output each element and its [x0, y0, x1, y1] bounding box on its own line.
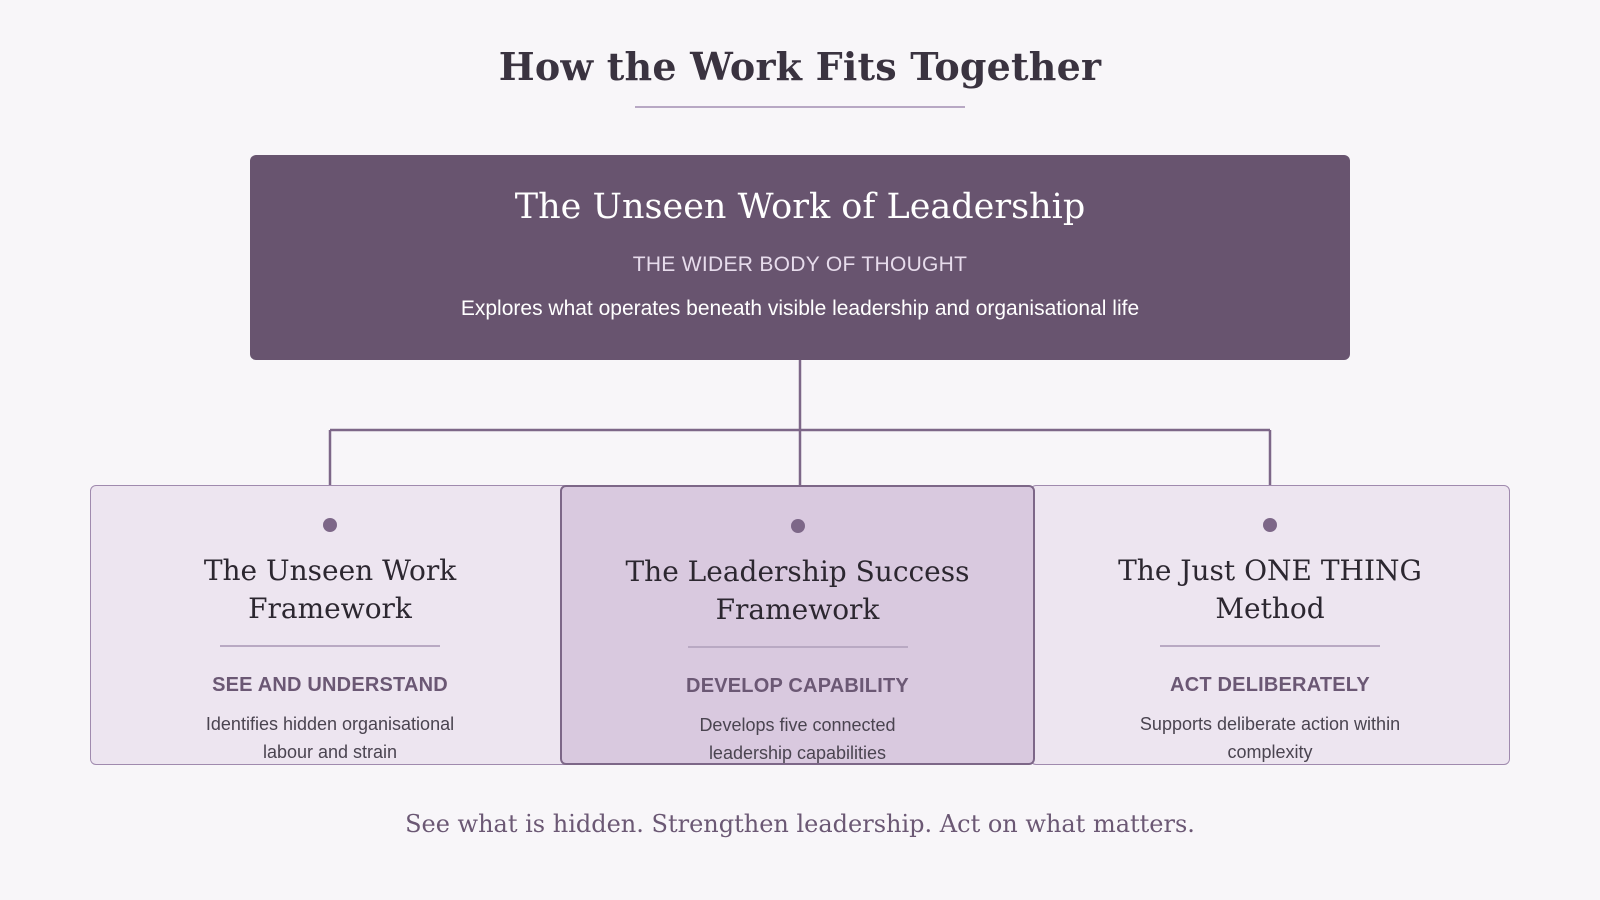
card-tag: DEVELOP CAPABILITY — [686, 675, 909, 697]
card-leadership-success-framework: The Leadership Success Framework DEVELOP… — [560, 485, 1035, 765]
card-tag: ACT DELIBERATELY — [1170, 674, 1370, 696]
card-divider — [1160, 645, 1380, 647]
title-divider — [635, 106, 965, 108]
card-title: The Unseen Work Framework — [203, 554, 457, 625]
card-description: Identifies hidden organisational labour … — [205, 714, 455, 762]
card-title: The Just ONE THING Method — [1118, 554, 1422, 625]
card-title: The Leadership Success Framework — [625, 555, 970, 626]
card-divider — [220, 645, 440, 647]
card-tag: SEE AND UNDERSTAND — [212, 674, 448, 696]
root-node-box: The Unseen Work of Leadership THE WIDER … — [250, 155, 1350, 360]
bullet-dot-icon — [323, 518, 337, 532]
card-unseen-work-framework: The Unseen Work Framework SEE AND UNDERS… — [90, 485, 570, 765]
root-node-title: The Unseen Work of Leadership — [514, 187, 1086, 227]
footer-tagline: See what is hidden. Strengthen leadershi… — [405, 810, 1195, 838]
page-title: How the Work Fits Together — [498, 44, 1102, 89]
card-description: Supports deliberate action within comple… — [1139, 714, 1401, 762]
bullet-dot-icon — [790, 519, 805, 533]
card-just-one-thing-method: The Just ONE THING Method ACT DELIBERATE… — [1030, 485, 1510, 765]
root-node-description: Explores what operates beneath visible l… — [460, 297, 1140, 320]
card-divider — [687, 646, 908, 648]
root-node-subtitle: THE WIDER BODY OF THOUGHT — [632, 253, 968, 276]
card-description: Develops five connected leadership capab… — [699, 715, 896, 763]
bullet-dot-icon — [1263, 518, 1277, 532]
